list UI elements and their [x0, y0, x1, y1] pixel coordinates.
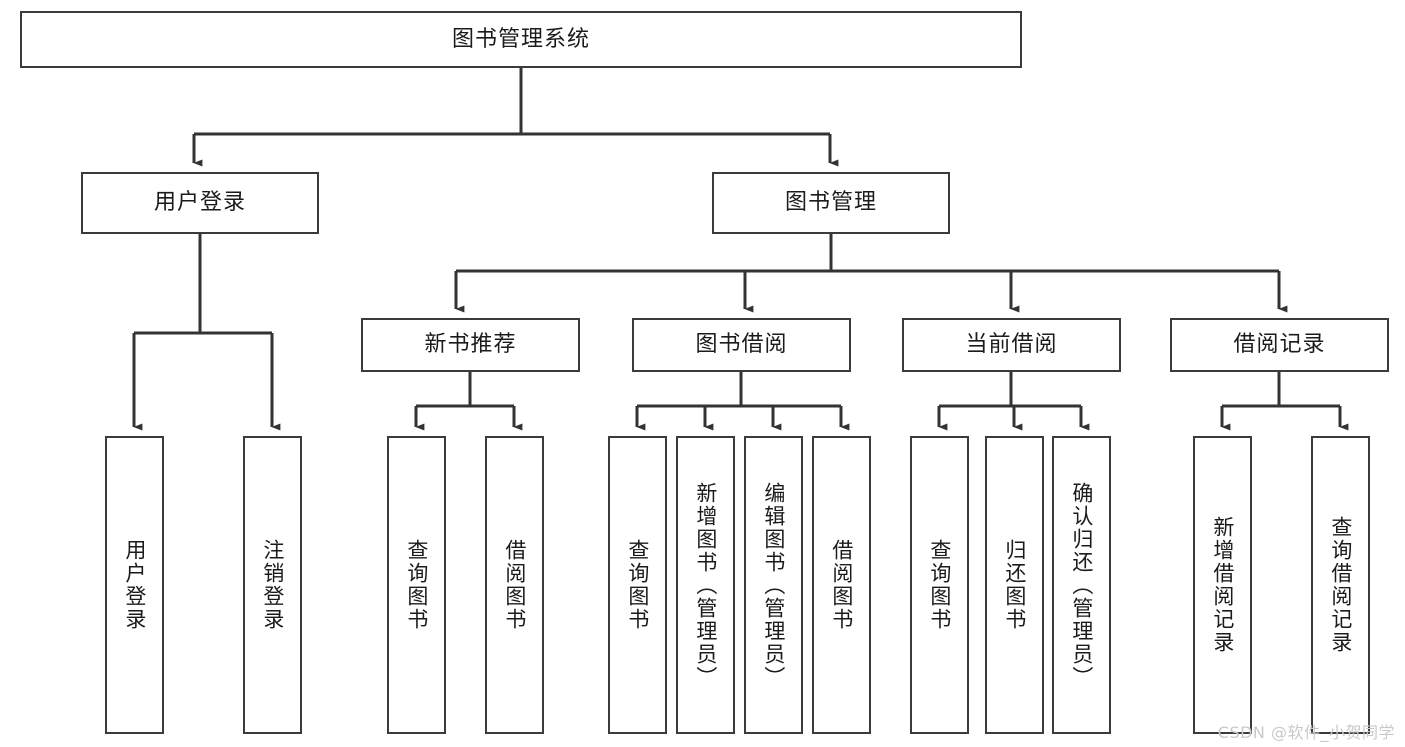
node-user-login[interactable]: 用户登录 [81, 172, 319, 234]
node-book-borrow[interactable]: 图书借阅 [632, 318, 851, 372]
node-leaf-query-book-borrow[interactable]: 查询图书 [608, 436, 667, 734]
node-leaf-confirm-return-admin[interactable]: 确认归还（管理员） [1052, 436, 1111, 734]
node-borrow-record-label: 借阅记录 [1233, 332, 1326, 358]
node-leaf-add-borrow-record[interactable]: 新增借阅记录 [1193, 436, 1252, 734]
node-current-borrow[interactable]: 当前借阅 [902, 318, 1121, 372]
node-leaf-borrow-book-label: 借阅图书 [829, 539, 854, 631]
node-leaf-query-book-current-label: 查询图书 [927, 539, 952, 631]
node-user-login-label: 用户登录 [153, 190, 246, 216]
connector-new-book-recommend-to-leaves [414, 372, 523, 431]
node-leaf-return-book-label: 归还图书 [1002, 539, 1027, 631]
connector-root-to-level2 [192, 68, 839, 167]
node-root[interactable]: 图书管理系统 [20, 11, 1022, 68]
node-book-borrow-label: 图书借阅 [695, 332, 788, 358]
node-leaf-user-login[interactable]: 用户登录 [105, 436, 164, 734]
node-leaf-borrow-book[interactable]: 借阅图书 [812, 436, 871, 734]
node-leaf-query-book-borrow-label: 查询图书 [625, 539, 650, 631]
connector-book-borrow-to-leaves [635, 372, 850, 431]
connector-user-login-to-leaves [132, 234, 281, 431]
node-leaf-borrow-book-rec[interactable]: 借阅图书 [485, 436, 544, 734]
node-leaf-query-book-rec-label: 查询图书 [404, 539, 429, 631]
node-leaf-query-book-current[interactable]: 查询图书 [910, 436, 969, 734]
connector-current-borrow-to-leaves [937, 372, 1090, 431]
node-leaf-add-book-admin-label: 新增图书（管理员） [693, 481, 718, 689]
node-leaf-user-logout[interactable]: 注销登录 [243, 436, 302, 734]
node-book-manage-label: 图书管理 [784, 190, 877, 216]
node-leaf-edit-book-admin-label: 编辑图书（管理员） [761, 481, 786, 689]
node-leaf-user-login-label: 用户登录 [122, 539, 147, 631]
node-leaf-confirm-return-admin-label: 确认归还（管理员） [1069, 481, 1094, 689]
node-leaf-query-book-rec[interactable]: 查询图书 [387, 436, 446, 734]
node-leaf-return-book[interactable]: 归还图书 [985, 436, 1044, 734]
node-leaf-add-borrow-record-label: 新增借阅记录 [1210, 516, 1235, 654]
node-new-book-recommend-label: 新书推荐 [424, 332, 517, 358]
node-book-manage[interactable]: 图书管理 [712, 172, 950, 234]
connector-book-manage-to-level3 [454, 234, 1288, 313]
connector-borrow-record-to-leaves [1220, 372, 1349, 431]
watermark: CSDN @软件_小贺同学 [1217, 723, 1395, 742]
node-current-borrow-label: 当前借阅 [965, 332, 1058, 358]
node-borrow-record[interactable]: 借阅记录 [1170, 318, 1389, 372]
node-leaf-add-book-admin[interactable]: 新增图书（管理员） [676, 436, 735, 734]
node-leaf-borrow-book-rec-label: 借阅图书 [502, 539, 527, 631]
node-leaf-user-logout-label: 注销登录 [260, 539, 285, 631]
node-leaf-edit-book-admin[interactable]: 编辑图书（管理员） [744, 436, 803, 734]
node-new-book-recommend[interactable]: 新书推荐 [361, 318, 580, 372]
node-root-label: 图书管理系统 [451, 26, 590, 52]
node-leaf-query-borrow-record[interactable]: 查询借阅记录 [1311, 436, 1370, 734]
node-leaf-query-borrow-record-label: 查询借阅记录 [1328, 516, 1353, 654]
